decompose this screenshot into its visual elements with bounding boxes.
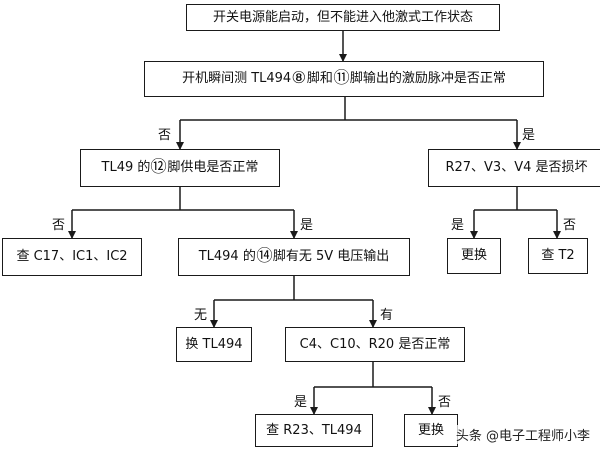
edge-label-yes-1: 是 [522, 128, 536, 143]
edge-label-yes-2: 是 [300, 218, 314, 233]
pin-11-marker: ⑪ [333, 69, 350, 89]
edge-label-no-3: 否 [563, 218, 577, 233]
pin-8-marker: ⑧ [291, 69, 307, 89]
node-replace-2: 更换 [404, 414, 458, 447]
edge-label-yes-5: 是 [294, 395, 308, 410]
edge-label-no-2: 否 [52, 218, 66, 233]
node-check-t2: 查 T2 [528, 238, 588, 274]
edge-label-yes-3: 是 [451, 218, 465, 233]
edge-label-none-4: 无 [194, 308, 208, 323]
node-start: 开关电源能启动，但不能进入他激式工作状态 [186, 4, 500, 31]
watermark: 头条 @电子工程师小李 [453, 425, 592, 444]
node-check-r23-tl494: 查 R23、TL494 [255, 414, 373, 447]
pin-12-marker: ⑫ [150, 158, 168, 178]
edge-label-no-5: 否 [438, 395, 452, 410]
pin-14-marker: ⑭ [256, 247, 273, 267]
node-replace-1: 更换 [447, 238, 501, 274]
node-check-r27-v3-v4: R27、V3、V4 是否损坏 [428, 149, 600, 187]
edge-label-no-1: 否 [158, 128, 172, 143]
node-check-c17-ic1-ic2: 查 C17、IC1、IC2 [2, 238, 142, 276]
node-replace-tl494: 换 TL494 [176, 327, 252, 362]
edge-label-has-4: 有 [380, 308, 394, 323]
node-check-c4-c10-r20: C4、C10、R20 是否正常 [285, 327, 465, 362]
